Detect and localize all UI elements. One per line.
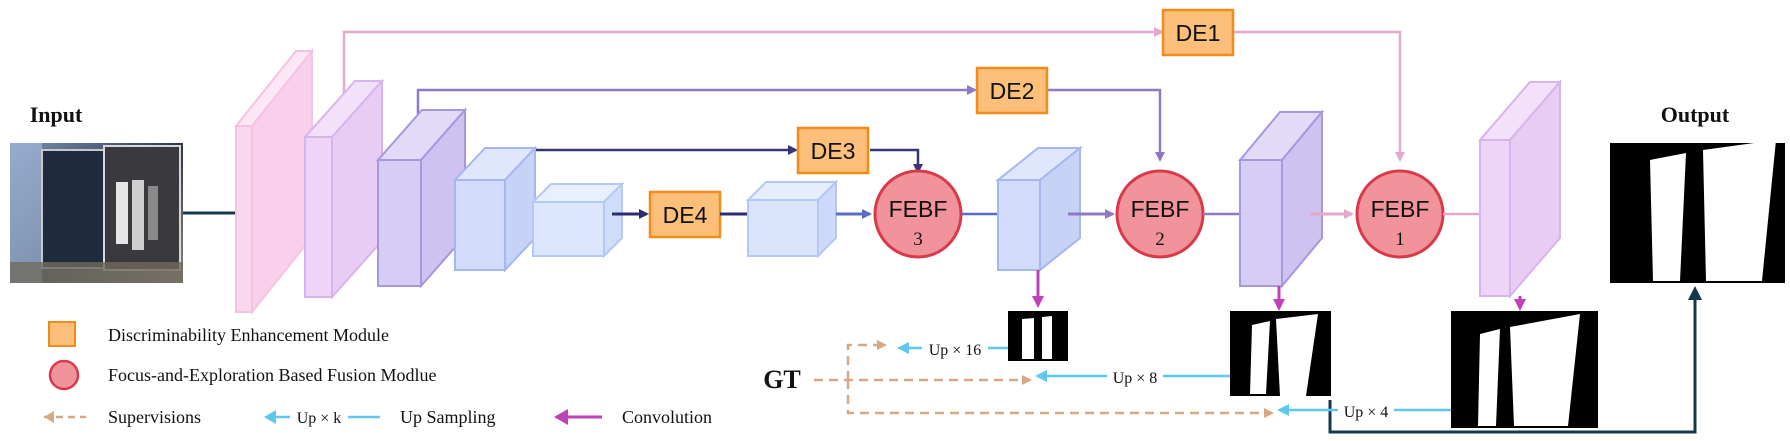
legend-de: Discriminability Enhancement Module: [48, 321, 389, 347]
output-connection-line: [1328, 286, 1702, 434]
de2-module: DE2: [975, 66, 1049, 115]
side-output-mask-large: [1451, 311, 1598, 428]
svg-text:Up Sampling: Up Sampling: [400, 407, 496, 427]
encoder-block-5: [530, 181, 625, 259]
upsample-labels: Up × 16 Up × 8 Up × 4: [922, 338, 1394, 422]
svg-text:Discriminability Enhancement M: Discriminability Enhancement Module: [108, 325, 389, 345]
side-output-mask-medium: [1230, 311, 1331, 396]
side-output-mask-small: [1008, 311, 1068, 361]
de4-module: DE4: [648, 190, 722, 239]
skip-line-de3: [492, 145, 798, 162]
encoder-block-1: [233, 48, 315, 315]
skip-line-de2-out: [1048, 88, 1165, 162]
legend-febf: Focus-and-Exploration Based Fusion Modlu…: [48, 359, 436, 391]
legend-convolution: Convolution: [554, 407, 712, 427]
output-label: Output: [1661, 102, 1730, 127]
svg-text:Up × 8: Up × 8: [1113, 370, 1158, 387]
svg-text:2: 2: [1155, 229, 1165, 250]
encoder: [233, 48, 625, 315]
encoder-block-2: [302, 78, 385, 300]
svg-text:1: 1: [1395, 229, 1405, 250]
svg-text:FEBF: FEBF: [889, 196, 948, 222]
svg-text:DE4: DE4: [663, 202, 708, 228]
bottleneck-block: [745, 179, 839, 259]
encoder-block-4: [452, 145, 538, 273]
input-image: [10, 143, 183, 283]
legend: Discriminability Enhancement Module Focu…: [44, 321, 712, 428]
de1-module: DE1: [1161, 8, 1235, 57]
decoder-block-3: [1477, 79, 1563, 299]
output-mask: [1610, 140, 1785, 283]
svg-text:Focus-and-Exploration Based Fu: Focus-and-Exploration Based Fusion Modlu…: [108, 365, 436, 385]
encoder-block-3: [375, 107, 468, 289]
decoder-block-1: [995, 145, 1083, 273]
svg-text:DE3: DE3: [811, 138, 856, 164]
svg-text:Up × k: Up × k: [297, 410, 342, 427]
de3-module: DE3: [796, 126, 870, 175]
svg-text:Up × 4: Up × 4: [1344, 404, 1389, 421]
skip-line-de1: [342, 27, 1164, 100]
skip-line-de3-out: [870, 148, 923, 174]
febf2-module: FEBF 2: [1115, 169, 1205, 259]
legend-upsampling: Up × k Up Sampling: [264, 406, 496, 428]
svg-text:Supervisions: Supervisions: [108, 407, 201, 427]
svg-text:FEBF: FEBF: [1131, 196, 1190, 222]
svg-text:Up × 16: Up × 16: [929, 342, 982, 359]
input-label: Input: [30, 102, 83, 127]
febf3-module: FEBF 3: [873, 169, 963, 259]
supervision-arrows: [814, 340, 1274, 418]
skip-line-de1-out: [1234, 30, 1405, 162]
febf1-module: FEBF 1: [1355, 169, 1445, 259]
convolution-arrows: [1032, 270, 1526, 311]
svg-text:3: 3: [913, 229, 923, 250]
skip-line-de2: [416, 85, 977, 135]
svg-text:FEBF: FEBF: [1371, 196, 1430, 222]
svg-text:Convolution: Convolution: [622, 407, 712, 427]
svg-text:DE1: DE1: [1176, 20, 1221, 46]
gt-label: GT: [763, 365, 801, 394]
svg-text:DE2: DE2: [990, 78, 1035, 104]
legend-supervisions: Supervisions: [44, 407, 201, 427]
decoder-block-2: [1237, 109, 1325, 289]
